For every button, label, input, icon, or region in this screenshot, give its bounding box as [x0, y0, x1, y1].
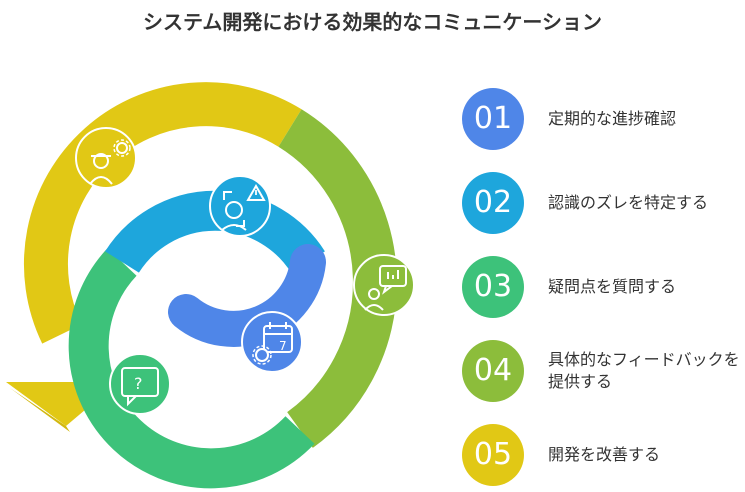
calendar-gear-icon: 7	[241, 311, 303, 373]
svg-text:?: ?	[134, 374, 143, 393]
step-number-badge: 04	[462, 340, 524, 402]
step-number-badge: 02	[462, 172, 524, 234]
step-4: 04 具体的なフィードバックを提供する	[462, 340, 742, 402]
step-number-badge: 05	[462, 424, 524, 486]
step-label: 具体的なフィードバックを提供する	[548, 350, 740, 391]
step-3: 03 疑問点を質問する	[462, 256, 742, 318]
step-label: 定期的な進捗確認	[548, 109, 677, 128]
step-number-badge: 03	[462, 256, 524, 318]
step-5: 05 開発を改善する	[462, 424, 742, 486]
step-2: 02 認識のズレを特定する	[462, 172, 742, 234]
person-gear-icon	[75, 127, 137, 189]
question-bubble-icon: ?	[109, 353, 171, 415]
diagram-title: システム開発における効果的なコミュニケーション	[143, 10, 602, 34]
spiral-segment-3	[68, 248, 315, 489]
person-feedback-icon	[353, 254, 415, 316]
step-label: 認識のズレを特定する	[548, 193, 709, 212]
step-1: 01 定期的な進捗確認	[462, 88, 742, 150]
step-label: 疑問点を質問する	[548, 277, 677, 296]
step-number-badge: 01	[462, 88, 524, 150]
step-label: 開発を改善する	[548, 445, 661, 464]
person-warning-icon	[209, 175, 271, 237]
svg-text:7: 7	[279, 339, 287, 353]
